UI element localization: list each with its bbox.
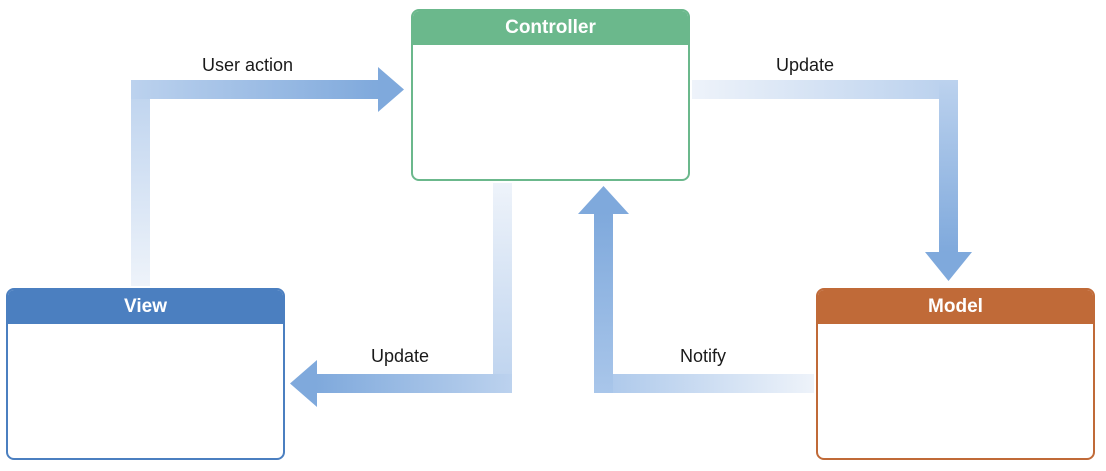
- notify-arrow: [578, 186, 814, 393]
- user-action-arrow: [131, 67, 404, 286]
- update-view-label: Update: [371, 346, 430, 366]
- model-box: Model: [816, 288, 1095, 460]
- view-title: View: [8, 290, 283, 324]
- view-box: View: [6, 288, 285, 460]
- update-view-arrow: [290, 183, 512, 407]
- user-action-label: User action: [202, 55, 294, 75]
- controller-title: Controller: [413, 11, 688, 45]
- update-model-arrow: [692, 80, 972, 281]
- update-model-label: Update: [776, 55, 835, 75]
- model-title: Model: [818, 290, 1093, 324]
- notify-label: Notify: [680, 346, 727, 366]
- controller-box: Controller: [411, 9, 690, 181]
